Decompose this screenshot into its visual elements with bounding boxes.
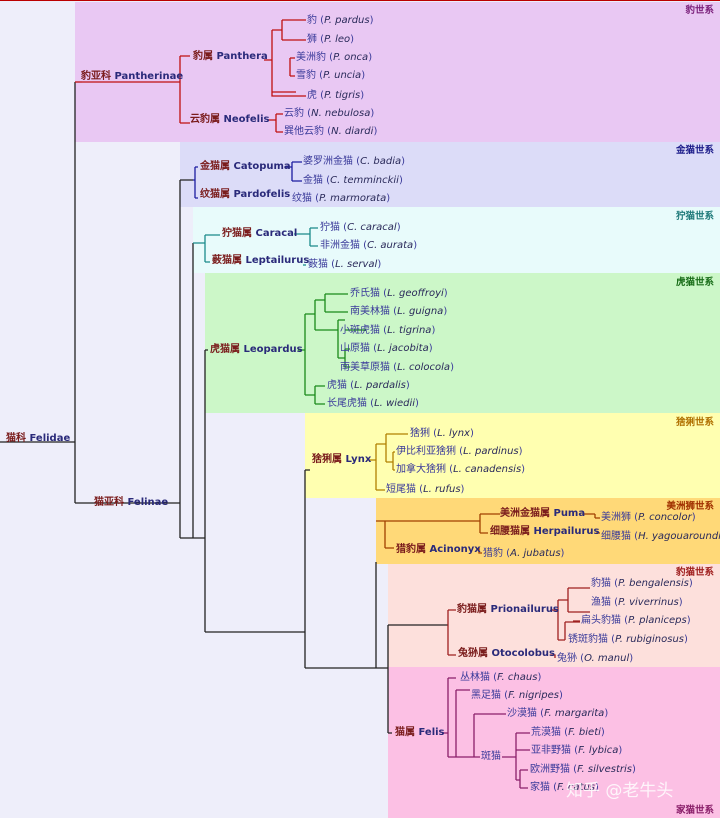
leopardus-split <box>298 293 366 405</box>
genus-leopardus: 虎猫属 Leopardus <box>210 344 303 355</box>
species-leaf: 丛林猫 (F. chaus) <box>460 672 542 683</box>
species-leaf: 薮猫 (L. serval) <box>308 259 382 270</box>
lynx-split <box>369 433 408 491</box>
top-border <box>0 0 720 1</box>
species-leaf: 南美草原猫 (L. colocola) <box>340 362 454 373</box>
species-leaf: 扁头豹猫 (P. planiceps) <box>581 615 691 626</box>
root-branch <box>0 82 76 503</box>
watermark: 知乎 @老牛头 <box>566 781 674 801</box>
root-felidae: 猫科 Felidae <box>6 433 71 444</box>
felinae-backbone <box>179 179 193 539</box>
species-leaf: 欧洲野猫 (F. silvestris) <box>530 764 636 775</box>
genus-otocolobus: 兔狲属 Otocolobus <box>458 648 555 659</box>
caracal-split <box>193 227 318 263</box>
lineage-label-ocelot: 虎猫世系 <box>675 277 714 288</box>
genus-neofelis: 云豹属 Neofelis <box>190 114 270 125</box>
species-leaf: 猞猁 (L. lynx) <box>410 428 474 439</box>
lineage-label-domestic-cat: 家猫世系 <box>675 805 714 816</box>
bay-cat-split <box>193 161 302 199</box>
species-leaf: 长尾虎猫 (L. wiedii) <box>327 398 419 409</box>
species-leaf: 美洲豹 (P. onca) <box>296 52 373 63</box>
lineage-bg-ocelot <box>205 273 720 413</box>
lynx-puma-stem <box>304 469 377 669</box>
species-leaf: 短尾猫 (L. rufus) <box>386 484 465 495</box>
species-leaf: 金猫 (C. temminckii) <box>303 175 403 186</box>
felinae-lower-stem <box>193 349 305 633</box>
species-leaf: 伊比利亚猞猁 (L. pardinus) <box>396 446 523 457</box>
genus-prionailurus: 豹猫属 Prionailurus <box>457 604 559 615</box>
genus-leptailurus: 薮猫属 Leptailurus <box>212 255 310 266</box>
genus-puma: 美洲金猫属 Puma <box>500 508 586 519</box>
otocolobus-branch <box>550 654 556 658</box>
lineage-label-lynx: 猞猁世系 <box>675 417 714 428</box>
species-leaf: 家猫 (F. catus) <box>530 782 599 793</box>
genus-pardofelis: 纹猫属 Pardofelis <box>200 189 291 200</box>
felis-split <box>442 677 530 789</box>
species-leaf: 猎豹 (A. jubatus) <box>483 548 565 559</box>
lineage-bg-domestic-cat <box>388 667 720 818</box>
panthera-split <box>264 19 306 93</box>
genus-acinonyx: 猎豹属 Acinonyx <box>396 544 481 555</box>
prionailurus-sub <box>564 621 580 640</box>
lineage-label-caracal: 狞猫世系 <box>675 211 714 222</box>
puma-split <box>376 513 600 549</box>
species-leaf: 细腰猫 (H. yagouaroundi) <box>601 531 720 542</box>
species-leaf: 乔氏猫 (L. geoffroyi) <box>350 288 448 299</box>
species-leaf: 雪豹 (P. uncia) <box>296 70 366 81</box>
species-leaf: 狮 (P. leo) <box>307 34 355 45</box>
species-leaf: 黑足猫 (F. nigripes) <box>471 690 563 701</box>
species-leaf: 婆罗洲金猫 (C. badia) <box>303 156 406 167</box>
species-leaf: 虎 (P. tigris) <box>307 90 365 101</box>
species-leaf: 纹猫 (P. marmorata) <box>292 193 391 204</box>
species-leaf: 美洲狮 (P. concolor) <box>601 512 696 523</box>
lineage-bg-leopard-cat <box>388 564 720 667</box>
species-leaf: 南美林猫 (L. guigna) <box>350 306 448 317</box>
species-leaf: 非洲金猫 (C. aurata) <box>320 240 418 251</box>
species-leaf: 豹猫 (P. bengalensis) <box>591 578 693 589</box>
pantherinae-split <box>82 55 190 124</box>
lineage-bg-lynx <box>305 413 720 498</box>
species-leaf: 虎猫 (L. pardalis) <box>327 380 410 391</box>
species-leaf: 荒漠猫 (F. bieti) <box>531 727 605 738</box>
lineage-bg-panthera <box>75 2 720 142</box>
prionailurus-split <box>447 587 590 656</box>
species-leaf: 锈斑豹猫 (P. rubiginosus) <box>568 634 688 645</box>
neofelis-split <box>268 113 283 133</box>
lineage-bg-bay-cat <box>180 142 720 207</box>
clade-label: 斑猫 <box>481 751 501 762</box>
species-leaf: 渔猫 (P. viverrinus) <box>591 597 683 608</box>
subfamily-felinae: 猫亚科 Felinae <box>94 497 169 508</box>
lineage-label-panthera: 豹世系 <box>685 5 714 16</box>
lineage-bg-caracal <box>193 207 720 273</box>
lineage-bg-puma <box>376 498 720 564</box>
lineage-label-leopard-cat: 豹猫世系 <box>675 567 714 578</box>
genus-panthera: 豹属 Panthera <box>193 51 268 62</box>
species-leaf: 山原猫 (L. jacobita) <box>340 343 433 354</box>
lineage-label-bay-cat: 金猫世系 <box>675 145 714 156</box>
genus-catopuma: 金猫属 Catopuma <box>200 161 291 172</box>
species-leaf: 兔狲 (O. manul) <box>557 653 634 664</box>
lineage-label-puma: 美洲狮世系 <box>666 501 714 512</box>
species-leaf: 亚非野猫 (F. lybica) <box>531 745 623 756</box>
species-leaf: 云豹 (N. nebulosa) <box>284 108 375 119</box>
species-leaf: 小斑虎猫 (L. tigrina) <box>340 325 436 336</box>
species-leaf: 巽他云豹 (N. diardi) <box>284 126 378 137</box>
species-leaf: 狞猫 (C. caracal) <box>320 222 401 233</box>
leopard-cat-stem <box>376 624 448 734</box>
genus-lynx: 猞猁属 Lynx <box>312 454 372 465</box>
genus-felis: 猫属 Felis <box>395 727 445 738</box>
genus-herpailurus: 细腰猫属 Herpailurus <box>490 526 600 537</box>
subfamily-pantherinae: 豹亚科 Pantherinae <box>81 71 184 82</box>
species-leaf: 沙漠猫 (F. margarita) <box>507 708 609 719</box>
acinonyx-branch <box>478 548 482 554</box>
panthera-tigris-branch <box>271 92 306 97</box>
genus-caracal: 狞猫属 Caracal <box>222 228 298 239</box>
species-leaf: 豹 (P. pardus) <box>307 15 374 26</box>
species-leaf: 加拿大猞猁 (L. canadensis) <box>396 464 526 475</box>
